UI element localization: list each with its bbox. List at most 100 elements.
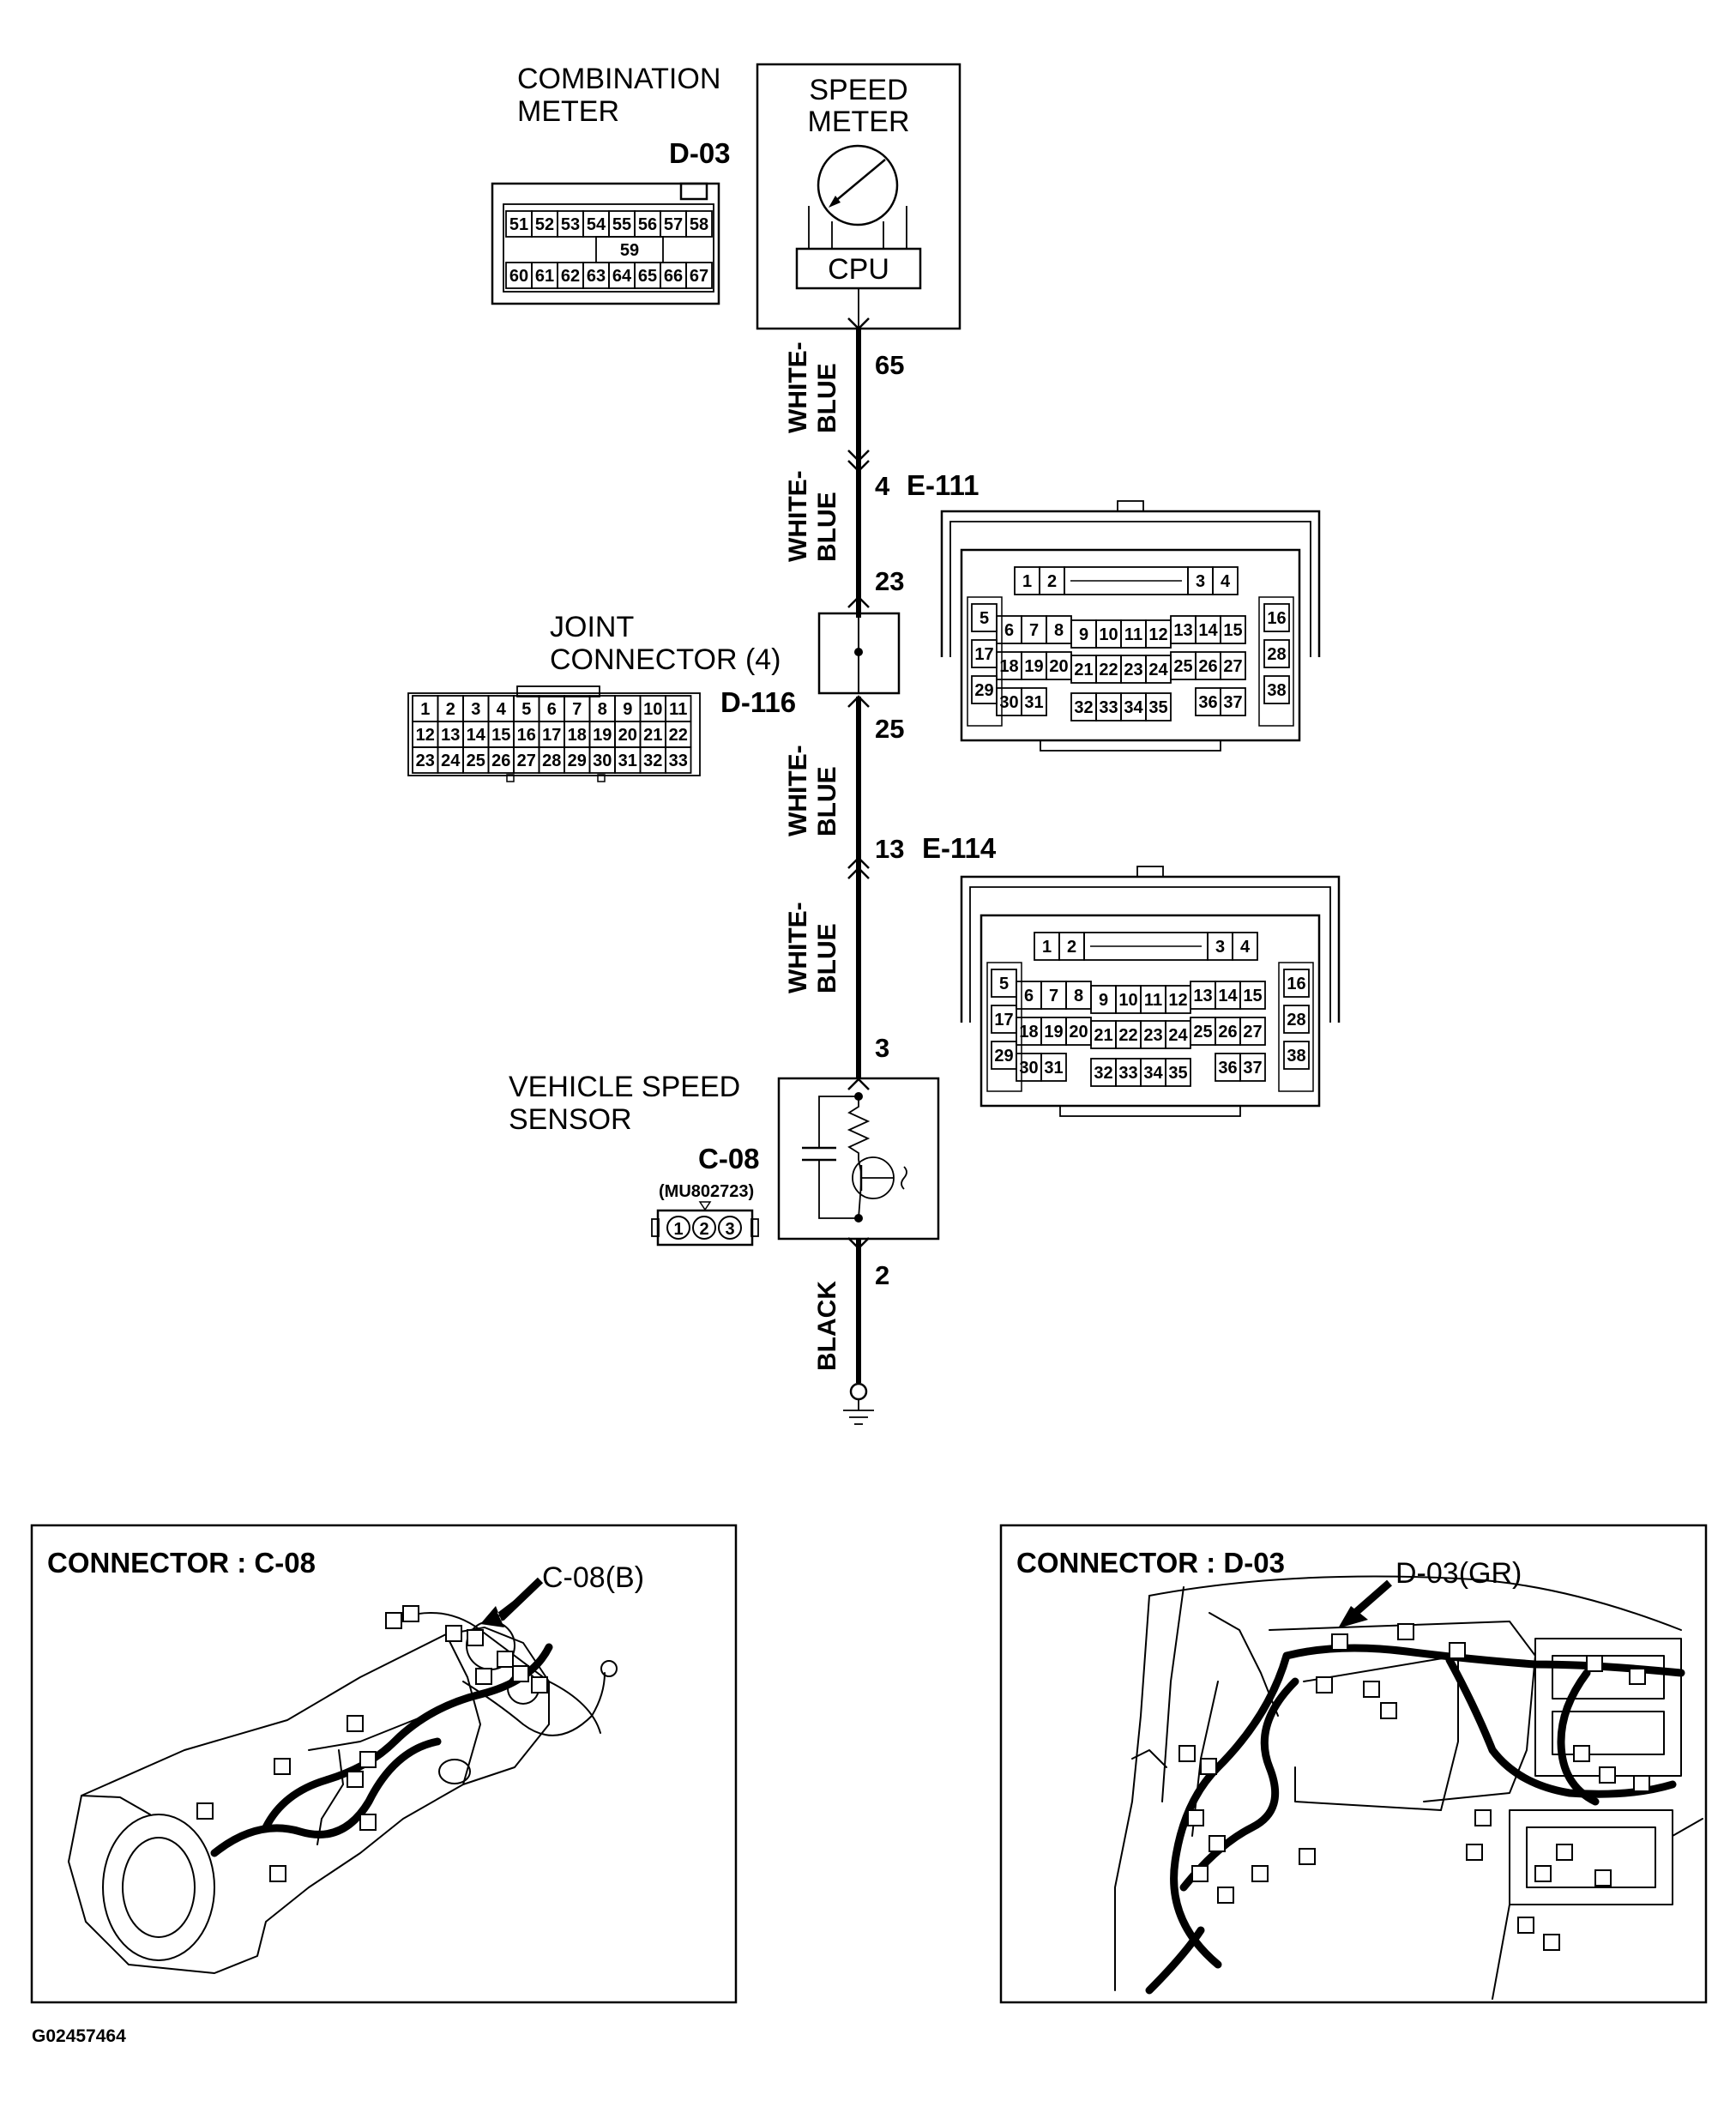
large-conn-pin: 25 <box>1173 657 1192 676</box>
large-conn-pin: 38 <box>1287 1047 1305 1066</box>
large-conn-pin: 31 <box>1044 1059 1063 1078</box>
large-conn-pin: 6 <box>1004 621 1014 640</box>
callout-arrow-shaft-icon <box>1353 1579 1392 1616</box>
speed-meter: SPEED METER CPU <box>756 63 961 330</box>
pin-sensor-in: 3 <box>875 1033 889 1063</box>
d116-pin: 12 <box>416 726 435 745</box>
large-conn-pin: 37 <box>1223 693 1242 712</box>
d116-pin: 24 <box>441 752 461 770</box>
d03-pin: 51 <box>509 215 528 234</box>
dashboard-drawing <box>1114 1575 1703 2000</box>
panel-c08: CONNECTOR : C-08 C-08(B) <box>30 1524 738 2004</box>
d03-pin: 60 <box>509 267 528 286</box>
d116-pin: 13 <box>441 726 460 745</box>
sensor-label-2: SENSOR <box>509 1103 632 1136</box>
speed-meter-label-1: SPEED <box>809 74 907 106</box>
large-conn-pin: 3 <box>1215 938 1225 957</box>
large-conn-pin: 21 <box>1094 1026 1112 1045</box>
combination-meter-label-1: COMBINATION <box>517 63 720 95</box>
d116-pin: 14 <box>467 726 486 745</box>
large-conn-pin: 32 <box>1094 1064 1112 1083</box>
d116-pin: 17 <box>542 726 561 745</box>
pin-meter-out: 65 <box>875 350 904 380</box>
large-conn-pin: 12 <box>1148 625 1167 644</box>
d116-pin: 22 <box>669 726 688 745</box>
d03-pin: 55 <box>612 215 631 234</box>
panel-d03-title: CONNECTOR : D-03 <box>1016 1547 1285 1579</box>
large-conn-pin: 26 <box>1218 1023 1237 1041</box>
d116-pin: 9 <box>623 700 632 719</box>
large-conn-pin: 36 <box>1218 1059 1237 1078</box>
large-conn-pin: 35 <box>1148 698 1167 717</box>
cpu-label: CPU <box>828 253 889 286</box>
d116-pin: 29 <box>568 752 587 770</box>
d116-pin: 23 <box>416 752 435 770</box>
large-conn-pin: 8 <box>1074 987 1083 1005</box>
c08-pin: 2 <box>699 1220 708 1239</box>
large-conn-pin: 7 <box>1029 621 1039 640</box>
large-conn-pin: 5 <box>999 975 1009 993</box>
d116-pin: 26 <box>491 752 510 770</box>
large-conn-pin: 18 <box>1019 1023 1038 1041</box>
large-conn-pin: 24 <box>1148 661 1168 679</box>
c08-pin: 1 <box>673 1220 683 1239</box>
d03-pin: 52 <box>535 215 554 234</box>
d116-pin: 6 <box>547 700 557 719</box>
large-conn-pin: 35 <box>1168 1064 1187 1083</box>
connector-d116-label: D-116 <box>720 686 796 718</box>
d116-pin: 28 <box>542 752 561 770</box>
d116-pin: 2 <box>446 700 455 719</box>
large-conn-pin: 10 <box>1118 991 1137 1010</box>
large-conn-pin: 19 <box>1044 1023 1063 1041</box>
large-conn-pin: 30 <box>999 693 1018 712</box>
large-conn-pin: 36 <box>1198 693 1217 712</box>
large-conn-pin: 32 <box>1074 698 1093 717</box>
panel-c08-title: CONNECTOR : C-08 <box>47 1547 316 1579</box>
large-conn-pin: 7 <box>1049 987 1058 1005</box>
large-conn-pin: 37 <box>1243 1059 1262 1078</box>
combination-meter-label-2: METER <box>517 95 619 128</box>
large-conn-pin: 1 <box>1022 572 1032 591</box>
d03-pin: 66 <box>664 267 683 286</box>
callout-arrow-shaft-icon <box>497 1577 544 1621</box>
pin-sensor-out: 2 <box>875 1260 889 1290</box>
wire-color-labels: WHITE- BLUE WHITE- BLUE WHITE- BLUE WHIT… <box>784 341 841 1371</box>
large-conn-pin: 11 <box>1144 991 1162 1010</box>
panel-d03: CONNECTOR : D-03 D-03(GR) <box>999 1524 1708 2004</box>
connector-e111-label: E-111 <box>907 469 979 501</box>
joint-connector-box <box>817 612 901 695</box>
large-conn-pin: 28 <box>1287 1011 1305 1029</box>
panel-d03-callout: D-03(GR) <box>1395 1557 1522 1590</box>
d116-pin: 32 <box>643 752 662 770</box>
figure-id: G02457464 <box>32 2026 126 2046</box>
d116-pin: 10 <box>643 700 662 719</box>
connector-c08-label: C-08 <box>698 1143 760 1174</box>
large-conn-pin: 20 <box>1049 657 1068 676</box>
gauge-icon <box>817 144 899 226</box>
large-conn-pin: 29 <box>994 1047 1013 1066</box>
wire-seg4-color-1: WHITE- <box>784 902 812 993</box>
d116-pin: 30 <box>593 752 612 770</box>
d03-pin: 56 <box>638 215 657 234</box>
d03-pin: 63 <box>587 267 606 286</box>
sensor-label-1: VEHICLE SPEED <box>509 1071 740 1103</box>
large-conn-pin: 13 <box>1173 621 1192 640</box>
panel-c08-callout: C-08(B) <box>542 1561 644 1594</box>
speed-meter-label-2: METER <box>808 106 910 138</box>
large-conn-pin: 15 <box>1223 621 1242 640</box>
large-conn-pin: 28 <box>1267 645 1286 664</box>
connector-d03-label: D-03 <box>669 137 731 169</box>
d03-pin: 65 <box>638 267 657 286</box>
sensor-part-number: (MU802723) <box>659 1182 754 1201</box>
large-conn-pin: 15 <box>1243 987 1262 1005</box>
d116-pin: 7 <box>572 700 582 719</box>
large-conn-pin: 19 <box>1024 657 1043 676</box>
large-conn-pin: 5 <box>980 609 989 628</box>
large-conn-pin: 25 <box>1193 1023 1212 1041</box>
large-conn-pin: 23 <box>1124 661 1142 679</box>
large-conn-pin: 10 <box>1099 625 1118 644</box>
large-conn-pin: 14 <box>1218 987 1238 1005</box>
large-conn-pin: 17 <box>994 1011 1013 1029</box>
